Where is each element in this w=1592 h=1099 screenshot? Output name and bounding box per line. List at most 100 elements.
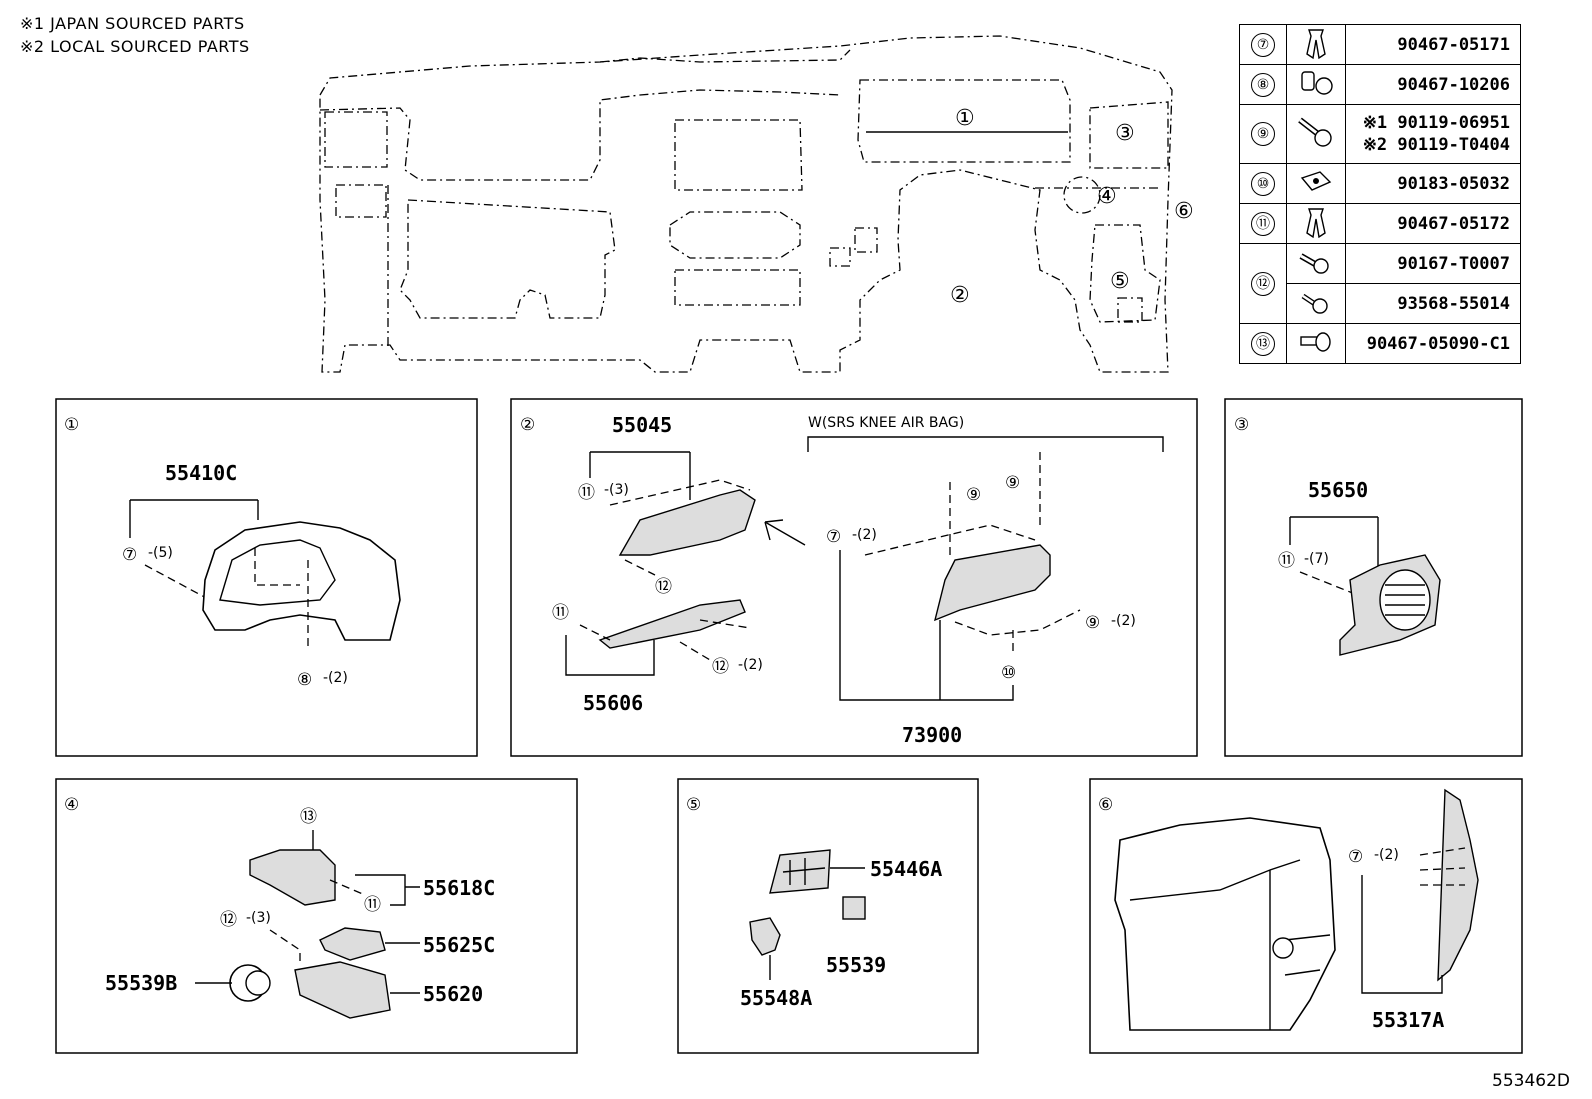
part-label: 55410C [165,461,237,485]
quantity: -(7) [1304,551,1329,567]
table-row[interactable]: ⑪ 90467-05172 [1239,203,1521,244]
callout-11: ⑪ [1278,551,1295,571]
part-label: 55539 [826,953,886,977]
callout-8: ⑧ [1251,72,1275,97]
callout-13: ⑬ [1251,331,1275,356]
part-label: 55620 [423,982,483,1006]
panel-6-side-panel: ⑥ ⑦ -(2) 55317A [1089,778,1523,1054]
table-row[interactable]: ⑦ 90467-05171 [1239,24,1521,65]
callout-7: ⑦ [122,545,137,565]
table-row[interactable]: ⑧ 90467-10206 [1239,64,1521,105]
callout-9: ⑨ [966,485,981,505]
callout-8: ⑧ [297,670,312,690]
panel-tag: ① [64,415,79,435]
push-clip-icon [1300,331,1331,352]
table-row[interactable]: ⑬ 90467-05090-C1 [1239,323,1521,364]
panel-tag: ④ [64,795,79,815]
panel-3-side-register: ③ 55650 ⑪ -(7) [1224,398,1523,757]
clip-icon [1306,28,1326,59]
callout-7: ⑦ [826,527,841,547]
dashboard-overview [319,35,1173,373]
part-label: 55045 [612,413,672,437]
panel-tag: ③ [1234,415,1249,435]
note-local: ※2 LOCAL SOURCED PARTS [20,37,250,56]
callout-12: ⑫ [1251,271,1275,296]
cluster-finish-panel [202,521,401,641]
part-label: 55317A [1372,1008,1444,1032]
callout-9: ⑨ [1005,473,1020,493]
callout-12: ⑫ [655,577,672,597]
callout-6: ⑥ [1174,199,1194,224]
console-bracket [249,849,336,906]
illustration-code: 553462D [1492,1071,1570,1091]
table-row[interactable]: ⑨ ※1 90119-06951 ※2 90119-T0404 [1239,104,1521,164]
panel-tag: ⑥ [1098,795,1113,815]
instrument-panel-body [1114,817,1336,1031]
quantity: -(3) [604,482,629,498]
overview-callouts: ① ② ③ ④ ⑤ ⑥ [950,106,1194,308]
quantity: -(5) [148,545,173,561]
callout-13: ⑬ [300,807,317,827]
callout-7: ⑦ [1251,32,1275,57]
callout-1: ① [955,106,975,131]
callout-9: ⑨ [1085,613,1100,633]
quantity: -(2) [1111,613,1136,629]
part-number-local: ※2 90119-T0404 [1362,135,1510,155]
quantity: -(3) [246,910,271,926]
table-row[interactable]: ⑫ 90167-T0007 [1239,243,1521,324]
quantity: -(2) [1374,847,1399,863]
callout-11: ⑪ [578,483,595,503]
switch-hole-cover [769,849,831,894]
part-label: 55618C [423,876,495,900]
callout-10: ⑩ [1251,171,1275,196]
part-label: 55539B [105,971,177,995]
callout-7: ⑦ [1348,847,1363,867]
callout-11: ⑪ [552,603,569,623]
part-label: 73900 [902,723,962,747]
switch-blank [842,896,866,920]
callout-12: ⑫ [712,657,729,677]
part-number: 90183-05032 [1345,163,1521,204]
part-label: 55606 [583,691,643,715]
note-japan: ※1 JAPAN SOURCED PARTS [20,14,245,33]
part-number: 90467-05090-C1 [1345,323,1521,364]
variant-label: W(SRS KNEE AIR BAG) [808,415,964,431]
part-label: 55650 [1308,478,1368,502]
callout-2: ② [950,283,970,308]
screw-icon [1301,293,1328,314]
part-label: 55625C [423,933,495,957]
quantity: -(2) [323,670,348,686]
table-row[interactable]: ⑩ 90183-05032 [1239,163,1521,204]
quantity: -(2) [738,657,763,673]
callout-5: ⑤ [1110,269,1130,294]
callout-3: ③ [1115,121,1135,146]
quantity: -(2) [852,527,877,543]
cup-holder-insert [319,927,386,961]
sourcing-notes: ※1 JAPAN SOURCED PARTS ※2 LOCAL SOURCED … [20,12,250,58]
part-number: 90167-T0007 [1345,243,1521,284]
part-label: 55446A [870,857,942,881]
lower-finish-panel [598,599,746,649]
side-panel [1437,788,1479,982]
panel-5-switch-holes: ⑤ 55446A 55539 55548A [677,778,979,1054]
clip-icon [1306,207,1326,238]
part-label: 55548A [740,986,812,1010]
cup-holder-tray [294,961,391,1019]
panel-2-lower-panel: ② 55045 ⑪ -(3) ⑫ ⑪ 55606 ⑫ -(2) W(SRS KN… [510,398,1198,757]
panel-4-cup-holder: ④ ⑬ ⑪ 55618C ⑫ -(3) 55625C 55539B 55620 [55,778,578,1054]
callout-4: ④ [1097,184,1117,209]
upper-lower-panel [618,489,756,556]
panel-tag: ⑤ [686,795,701,815]
pin-clip-icon [1301,70,1333,95]
screw-icon [1299,252,1329,274]
callout-10: ⑩ [1001,663,1016,683]
callout-9: ⑨ [1251,122,1275,146]
part-number-japan: ※1 90119-06951 [1362,113,1510,133]
callout-12: ⑫ [220,910,237,930]
callout-11: ⑪ [364,895,381,915]
bolt-icon [1298,117,1332,147]
switch-base [749,917,781,956]
fastener-table: ⑦ 90467-05171 ⑧ 90467-10206 ⑨ ※1 90119-0… [1239,24,1521,364]
panel-tag: ② [520,415,535,435]
